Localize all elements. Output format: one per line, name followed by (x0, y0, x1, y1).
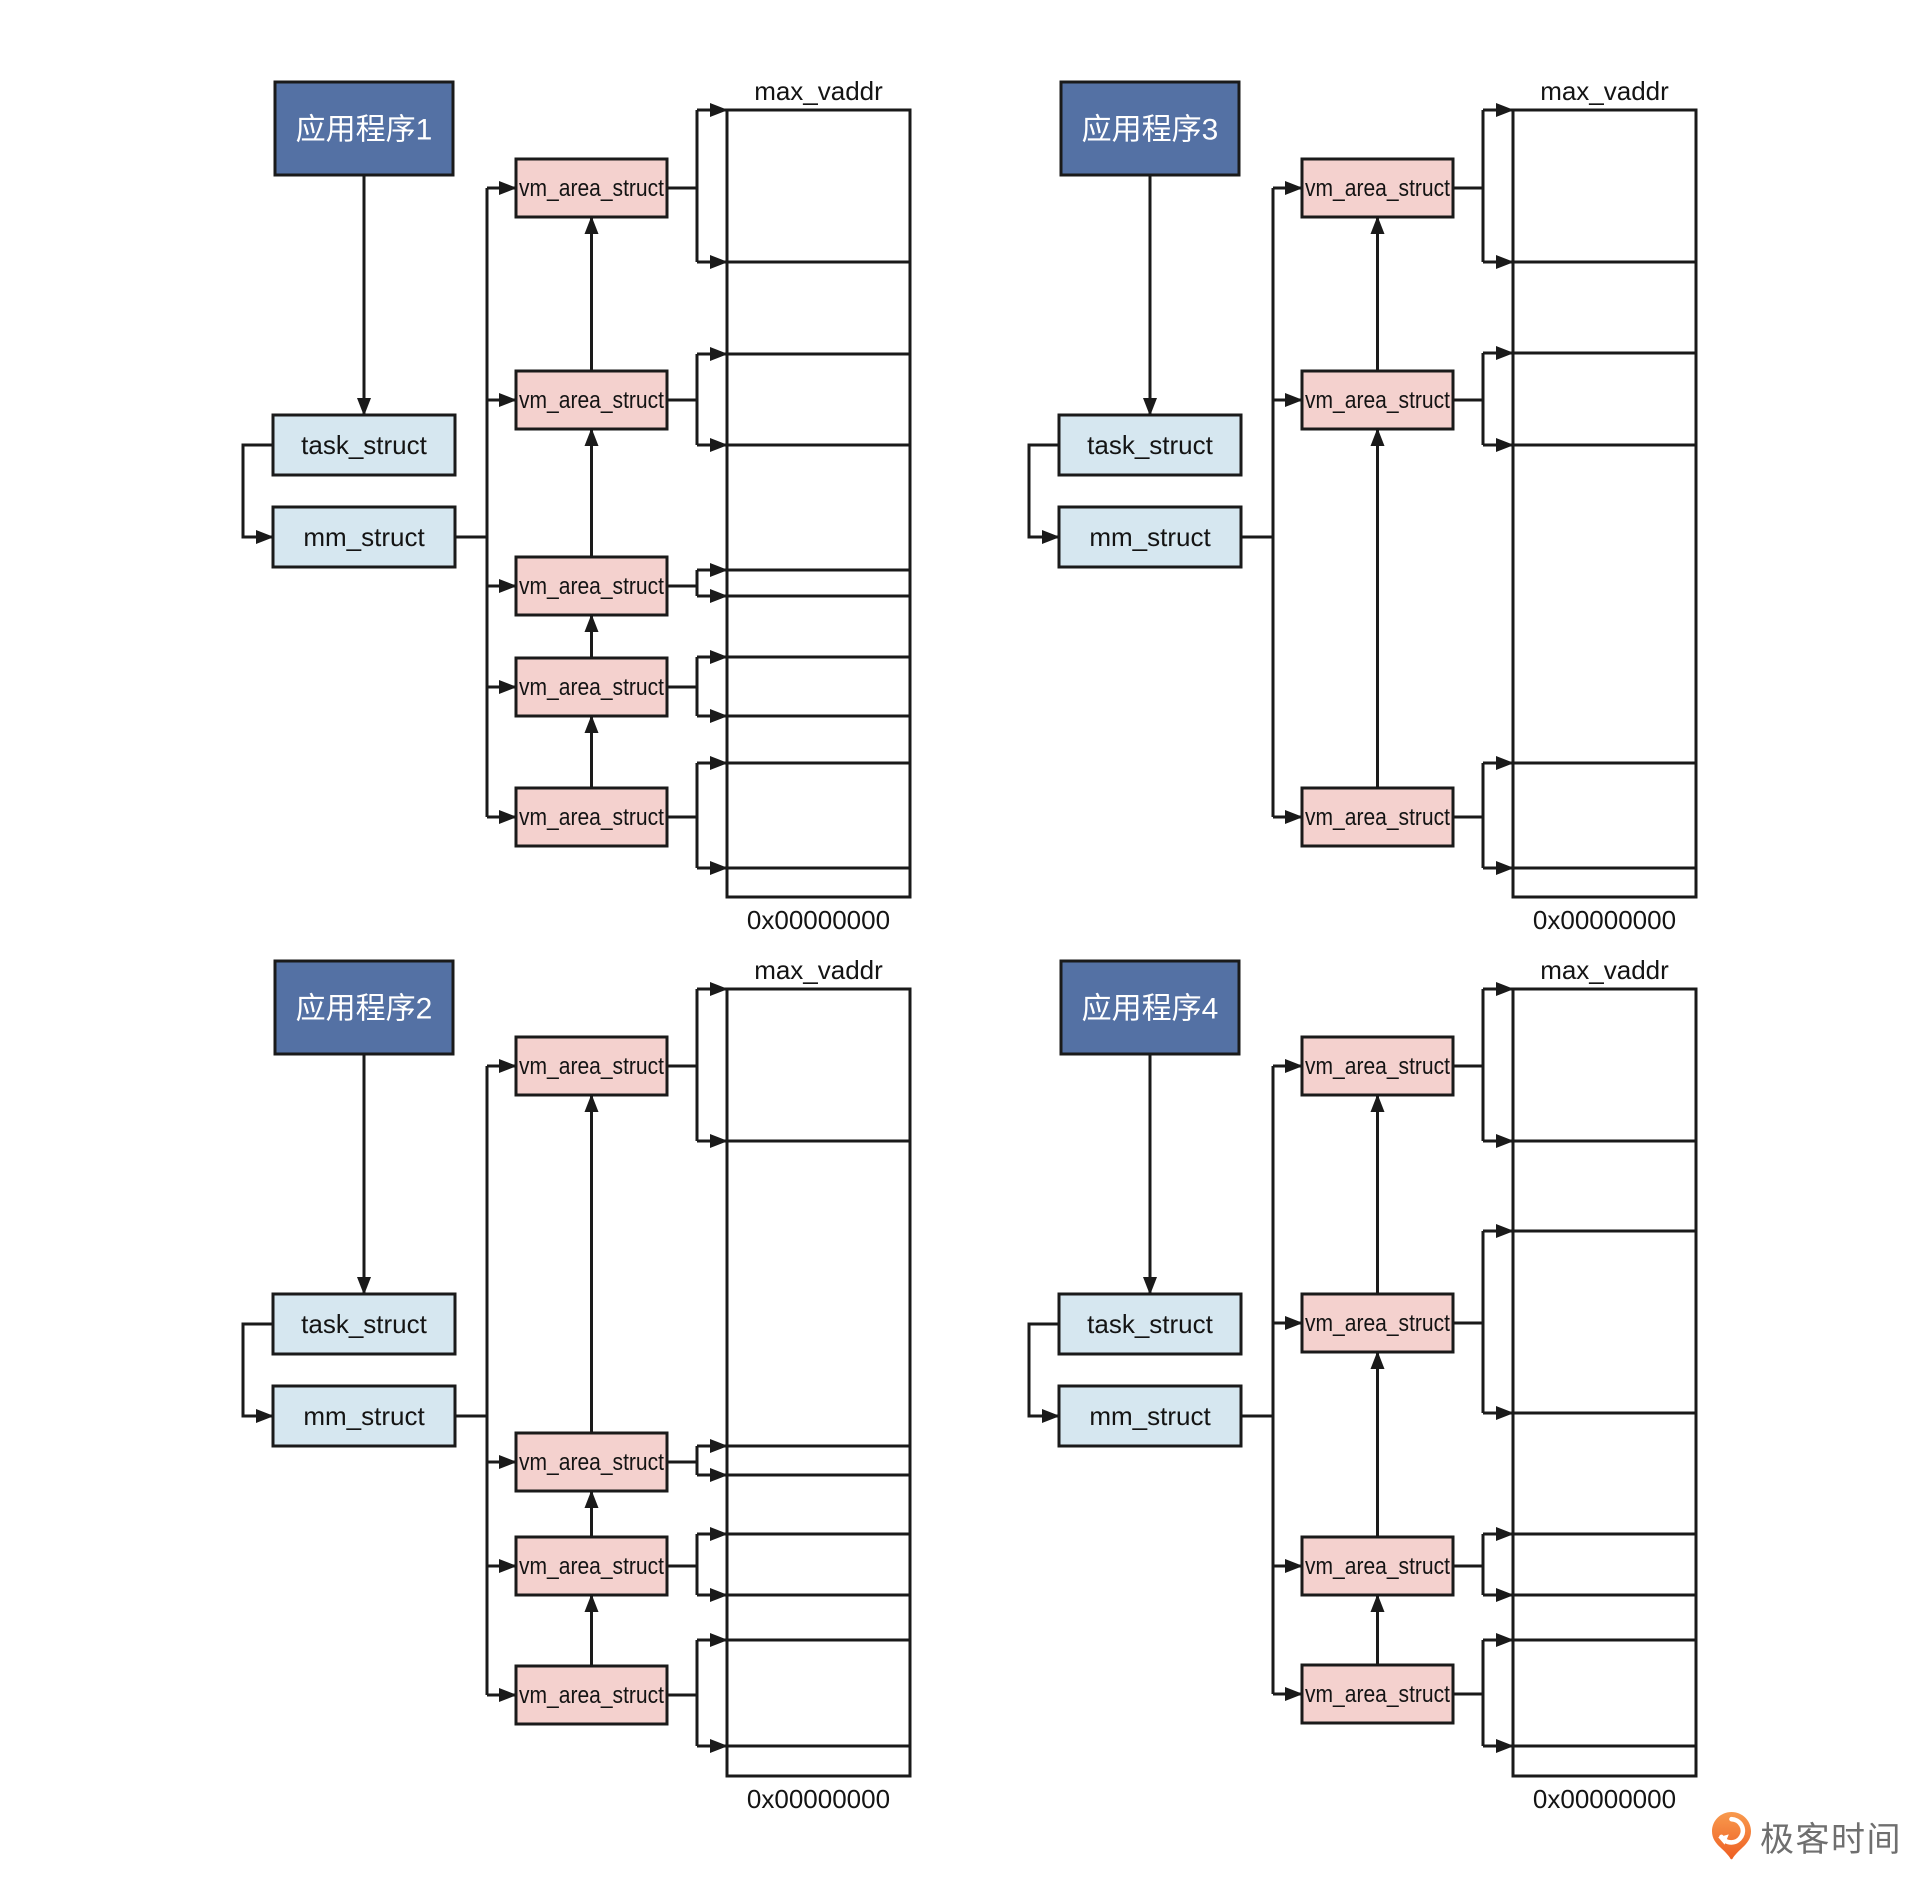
geektime-logo-text: 极客时间 (1760, 1821, 1902, 1859)
vm-area-struct-label: vm_area_struct (519, 1449, 664, 1476)
mm-struct-label: mm_struct (1089, 1401, 1211, 1431)
task-to-mm-connector (241, 443, 274, 544)
task-struct-box (271, 413, 457, 477)
logo-arrowhead (1718, 1834, 1729, 1845)
base-address-label: 0x00000000 (747, 905, 890, 935)
app-box (273, 959, 455, 1056)
memory-map (725, 987, 912, 1778)
vm-area-struct-box (514, 1035, 669, 1097)
vm-area-struct-box (514, 369, 669, 431)
app-label: 应用程序3 (1082, 114, 1219, 147)
memory-map (1511, 987, 1698, 1778)
quadrant-q2: 应用程序2 task_struct mm_struct max_vaddr 0x0000… (241, 955, 912, 1814)
vm-area-struct-label: vm_area_struct (1305, 1310, 1450, 1337)
app-box (1059, 959, 1241, 1056)
max-vaddr-label: max_vaddr (1540, 955, 1669, 985)
base-address-label: 0x00000000 (747, 1784, 890, 1814)
memory-map (1511, 108, 1698, 899)
task-struct-box (271, 1292, 457, 1356)
task-struct-box (1057, 413, 1243, 477)
vm-area-struct-label: vm_area_struct (1305, 387, 1450, 414)
vm-area-struct-label: vm_area_struct (519, 1053, 664, 1080)
app-label: 应用程序1 (296, 114, 433, 147)
base-address-label: 0x00000000 (1533, 1784, 1676, 1814)
vm-area-struct-label: vm_area_struct (519, 1553, 664, 1580)
task-struct-label: task_struct (1087, 1309, 1213, 1339)
task-struct-label: task_struct (301, 1309, 427, 1339)
vm-area-struct-label: vm_area_struct (1305, 1053, 1450, 1080)
vm-area-struct-label: vm_area_struct (519, 175, 664, 202)
vm-area-struct-label: vm_area_struct (1305, 175, 1450, 202)
app-box (1059, 80, 1241, 177)
mm-struct-label: mm_struct (1089, 522, 1211, 552)
task-struct-label: task_struct (1087, 430, 1213, 460)
mm-struct-label: mm_struct (303, 1401, 425, 1431)
base-address-label: 0x00000000 (1533, 905, 1676, 935)
app-box (273, 80, 455, 177)
vm-area-struct-label: vm_area_struct (519, 387, 664, 414)
task-struct-label: task_struct (301, 430, 427, 460)
vm-area-struct-box (1300, 1035, 1455, 1097)
vm-area-struct-box (1300, 1292, 1455, 1354)
vm-area-struct-label: vm_area_struct (1305, 1553, 1450, 1580)
mm-struct-box (271, 1384, 457, 1448)
task-to-mm-connector (241, 1322, 274, 1423)
quadrant-q1: 应用程序1 task_struct mm_struct max_vaddr 0x0000… (241, 76, 912, 935)
vm-area-struct-label: vm_area_struct (519, 573, 664, 600)
max-vaddr-label: max_vaddr (754, 76, 883, 106)
app-label: 应用程序4 (1082, 993, 1219, 1026)
quadrant-q4: 应用程序4 task_struct mm_struct max_vaddr 0x0000… (1027, 955, 1698, 1814)
vm-area-struct-label: vm_area_struct (1305, 804, 1450, 831)
geektime-logo-icon (1712, 1812, 1751, 1860)
vm-area-struct-label: vm_area_struct (1305, 1681, 1450, 1708)
quadrant-q3: 应用程序3 task_struct mm_struct max_vaddr 0x0000… (1027, 76, 1698, 935)
vm-area-struct-box (514, 1664, 669, 1726)
vm-area-struct-label: vm_area_struct (519, 1682, 664, 1709)
diagram-content: 应用程序1 task_struct mm_struct max_vaddr 0x0000… (241, 76, 1698, 1814)
max-vaddr-label: max_vaddr (1540, 76, 1669, 106)
task-struct-box (1057, 1292, 1243, 1356)
vm-area-struct-label: vm_area_struct (519, 804, 664, 831)
vm-area-struct-label: vm_area_struct (519, 674, 664, 701)
mm-struct-label: mm_struct (303, 522, 425, 552)
task-to-mm-connector (1027, 1322, 1060, 1423)
geektime-logo: 极客时间 (1712, 1812, 1902, 1860)
memory-map (725, 108, 912, 899)
vm-area-struct-box (514, 786, 669, 848)
app-label: 应用程序2 (296, 993, 433, 1026)
max-vaddr-label: max_vaddr (754, 955, 883, 985)
task-to-mm-connector (1027, 443, 1060, 544)
